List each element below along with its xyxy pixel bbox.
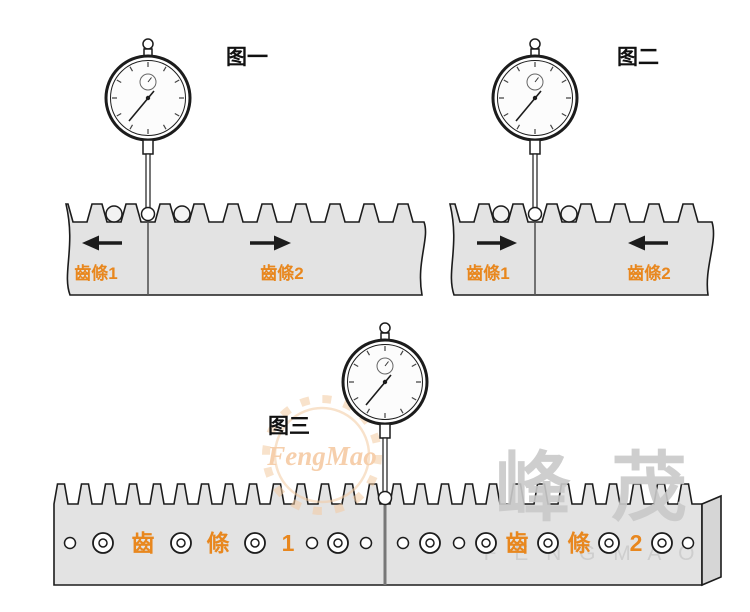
hole-inner: [98, 538, 108, 548]
hole-inner: [176, 538, 186, 548]
figure3-title: 图三: [268, 415, 310, 438]
hole-counterbore: [244, 532, 266, 554]
figure1-measuring-pin-right: [173, 205, 191, 223]
hole-small: [396, 536, 410, 550]
figure1-arrow-right-outward: [250, 235, 291, 251]
hole-inner: [543, 538, 553, 548]
hole-counterbore: [327, 532, 349, 554]
figure3-rack-end-face: [701, 494, 722, 587]
arrow-head: [82, 235, 99, 251]
hole-small: [681, 536, 695, 550]
figure3-rack2-char2: 條: [568, 530, 591, 556]
watermark-gear-outer: [262, 395, 382, 515]
figure3-rack2-char1: 齒: [506, 530, 529, 556]
figure2-measuring-pin-right: [560, 205, 578, 223]
figure3-rack1-char2: 條: [207, 530, 230, 556]
figure3-rack1-char1: 齒: [132, 530, 155, 556]
hole-small: [305, 536, 319, 550]
hole-inner: [425, 538, 435, 548]
figure3-dial-indicator: [341, 321, 429, 506]
watermark: FengMao 峰 茂 F E N G M A O: [262, 395, 701, 565]
figure1-measuring-pin-left: [105, 205, 123, 223]
hole-small: [359, 536, 373, 550]
figure1-rack1-label: 齒條1: [74, 263, 117, 283]
watermark-cn-char-2: 茂: [611, 447, 687, 531]
figure3-rack2-label: 齒 條 2: [506, 530, 643, 556]
arrow-head: [274, 235, 291, 251]
hole-counterbore: [537, 532, 559, 554]
figure2-arrow-right-inward: [628, 235, 668, 251]
hole-counterbore: [475, 532, 497, 554]
figure2-dial-indicator: [491, 37, 579, 222]
figure3-mounting-holes: [63, 532, 695, 554]
hole-counterbore: [419, 532, 441, 554]
figure2-measuring-pin-left: [492, 205, 510, 223]
hole-inner: [604, 538, 614, 548]
hole-counterbore: [92, 532, 114, 554]
arrow-head: [500, 235, 517, 251]
figure1-title: 图一: [226, 46, 268, 69]
arrow-head: [628, 235, 645, 251]
hole-inner: [657, 538, 667, 548]
figure2-rack2-label: 齒條2: [627, 263, 670, 283]
figure2-title: 图二: [617, 46, 659, 69]
figure1-rack2-label: 齒條2: [260, 263, 303, 283]
hole-inner: [250, 538, 260, 548]
watermark-en-text: F E N G M A O: [484, 542, 701, 565]
watermark-gear-logo: FengMao: [262, 395, 382, 515]
figure1-dial-indicator: [104, 37, 192, 222]
hole-counterbore: [651, 532, 673, 554]
figure3-rack2-char3: 2: [630, 530, 643, 556]
figure1-rack-body: [64, 203, 427, 296]
watermark-logo-text: FengMao: [266, 441, 377, 471]
hole-counterbore: [598, 532, 620, 554]
figure2-arrow-left-inward: [477, 235, 517, 251]
figure3-rack1-label: 齒 條 1: [132, 530, 295, 556]
hole-inner: [333, 538, 343, 548]
figure-1: 齒條1 齒條2 图一: [64, 37, 427, 296]
figure3-rack1-char3: 1: [282, 530, 295, 556]
hole-small: [63, 536, 77, 550]
watermark-gear-inner: [273, 406, 371, 504]
hole-counterbore: [170, 532, 192, 554]
figure2-rack-body: [448, 203, 715, 296]
figure2-rack1-label: 齒條1: [466, 263, 509, 283]
hole-inner: [481, 538, 491, 548]
watermark-cn-char-1: 峰: [495, 447, 571, 531]
figure1-arrow-left-outward: [82, 235, 122, 251]
figure-3: FengMao 峰 茂 F E N G M A O: [53, 321, 722, 587]
hole-small: [452, 536, 466, 550]
figure-2: 齒條1 齒條2 图二: [448, 37, 715, 296]
